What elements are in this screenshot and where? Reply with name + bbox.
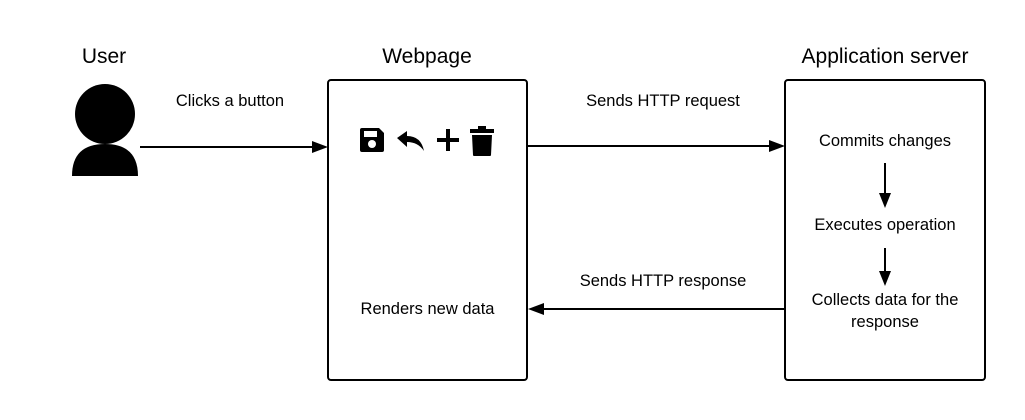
user-title: User xyxy=(81,45,127,68)
arrow-request xyxy=(528,140,785,152)
server-step-collect: Collects data for the response xyxy=(811,291,959,331)
save-icon xyxy=(360,128,384,152)
trash-icon xyxy=(470,126,494,156)
click-label: Clicks a button xyxy=(175,92,285,110)
arrow-response xyxy=(528,303,784,315)
response-label: Sends HTTP response xyxy=(579,272,747,290)
render-label: Renders new data xyxy=(360,300,495,318)
undo-icon xyxy=(397,131,424,151)
server-step-execute: Executes operation xyxy=(814,216,956,234)
server-title: Application server xyxy=(801,45,969,68)
request-label: Sends HTTP request xyxy=(586,92,740,110)
user-icon xyxy=(72,84,138,176)
arrow-step-1 xyxy=(879,163,891,208)
plus-icon xyxy=(437,129,459,151)
arrow-click xyxy=(140,141,328,153)
server-box xyxy=(784,79,986,381)
server-step-commit: Commits changes xyxy=(818,132,952,150)
webpage-title: Webpage xyxy=(382,45,472,68)
arrow-step-2 xyxy=(879,248,891,286)
